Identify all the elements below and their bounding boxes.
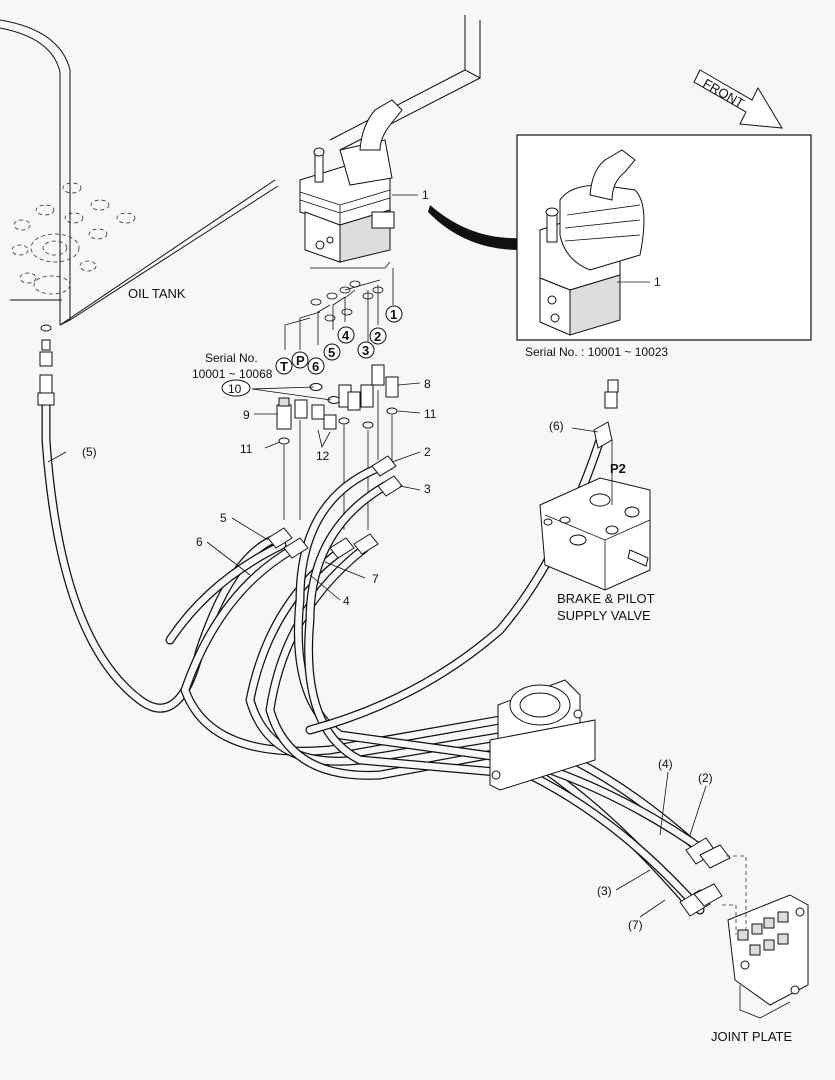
fittings [276,364,399,530]
callout-1-main: 1 [422,188,429,202]
port-mark-p: P [296,353,305,368]
hose-clamp [489,679,596,791]
serial-inset-label: Serial No. : 10001 ~ 10023 [525,345,668,359]
hose-callouts: (5) 5 6 7 4 2 3 (6) (4) (2) (3) (7) [47,419,713,932]
port-mark-1: 1 [390,307,397,322]
callout-7: 7 [372,572,379,586]
port-mark-5: 5 [328,345,335,360]
oil-tank-label: OIL TANK [128,286,186,301]
callout-3: 3 [424,482,431,496]
joystick-main [299,99,403,263]
callout-10: 10 [228,382,242,396]
serial-no-label: Serial No. [205,351,258,365]
callout-1-inset: 1 [654,275,661,289]
callout-h5: (5) [82,445,97,459]
joint-plate [722,855,809,1019]
callout-9: 9 [243,408,250,422]
hoses [41,395,715,915]
callout-5: 5 [220,511,227,525]
port-mark-2: 2 [374,329,381,344]
brake-label-line2: SUPPLY VALVE [557,608,651,623]
callout-h2: (2) [698,771,713,785]
callout-11-right: 11 [424,407,437,421]
tank-bosses [11,182,136,295]
callout-4: 4 [343,594,350,608]
port-mark-4: 4 [342,328,350,343]
callout-6: 6 [196,535,203,549]
oil-tank [0,15,481,326]
callout-12: 12 [316,449,330,463]
p2-label: P2 [610,461,626,476]
callout-2: 2 [424,445,431,459]
port-leaders [284,261,394,350]
port-mark-3: 3 [362,343,369,358]
port-mark-6: 6 [312,359,319,374]
callout-8: 8 [424,377,431,391]
callout-h4: (4) [658,757,673,771]
callout-h7: (7) [628,918,643,932]
inset-box: 1 Serial No. : 10001 ~ 10023 [516,134,812,359]
svg-text:FRONT: FRONT [701,76,747,111]
brake-pilot-valve [539,440,651,591]
callout-h3: (3) [597,884,612,898]
serial-range-label: 10001 ~ 10068 [192,367,273,381]
port-mark-t: T [280,359,288,374]
joint-plate-label: JOINT PLATE [711,1029,792,1044]
callout-h6: (6) [549,419,564,433]
callout-11-left: 11 [240,442,253,456]
front-arrow: FRONT [693,69,783,129]
hose-ends [37,324,731,917]
brake-label-line1: BRAKE & PILOT [557,591,655,606]
joystick-inset [539,149,645,336]
inset-pointer [428,205,520,250]
port-marks: T P 6 5 4 3 2 1 [275,305,403,375]
